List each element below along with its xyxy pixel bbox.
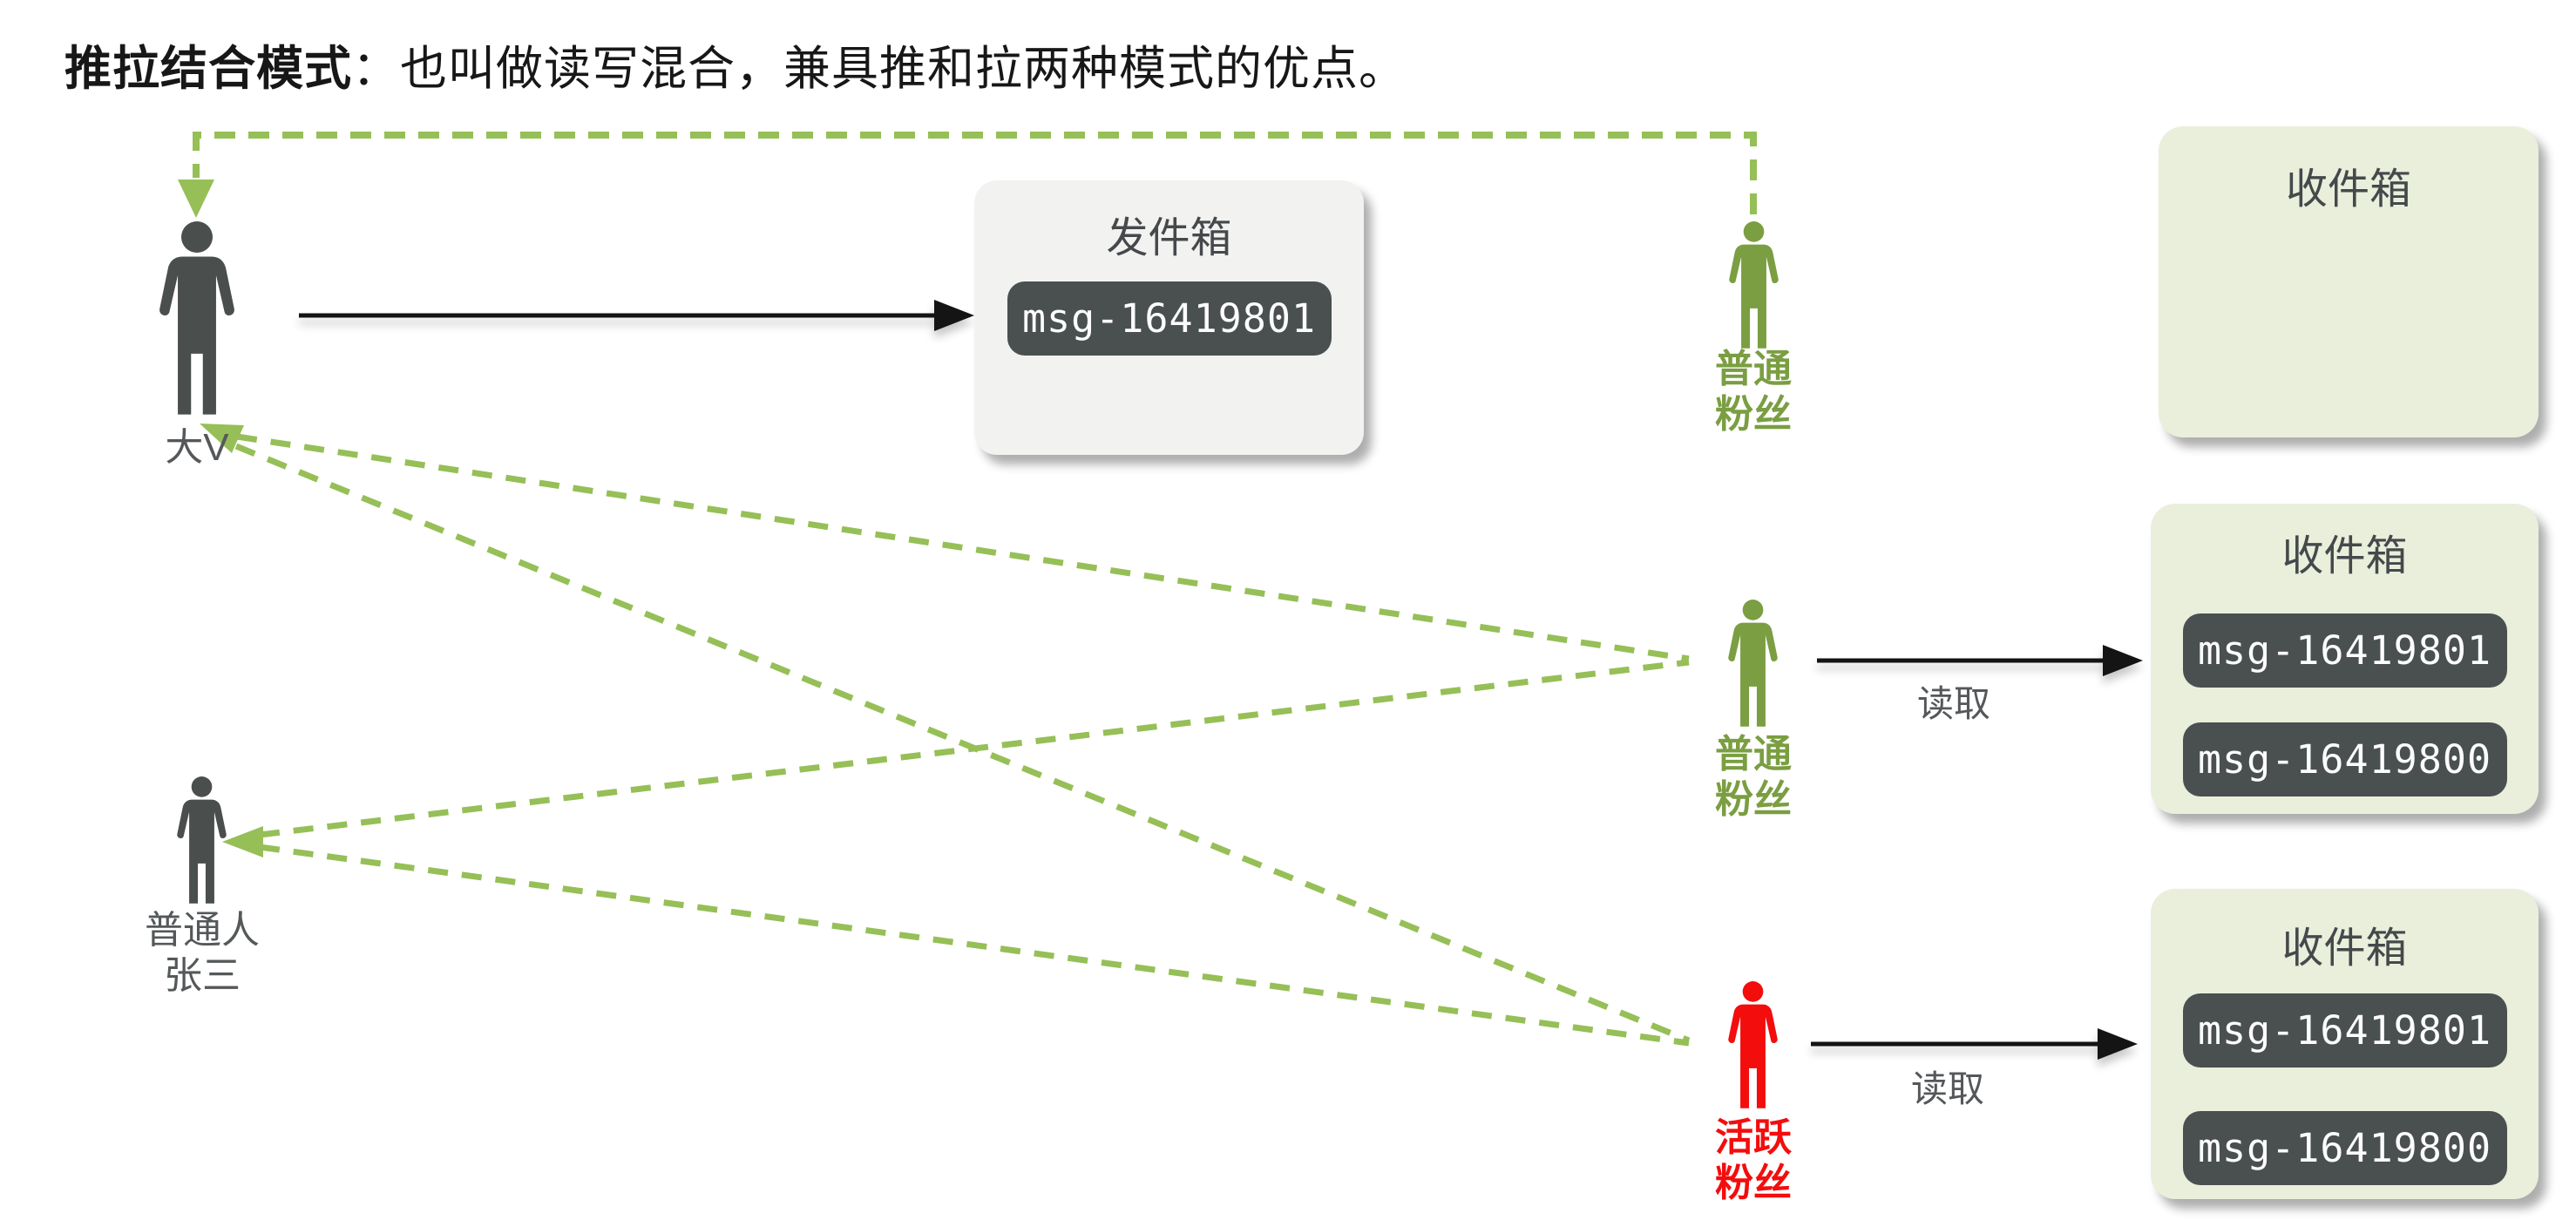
read-arrow-activefan-to-inbox — [1811, 1028, 2138, 1060]
person-icon-fan-mid — [1722, 600, 1784, 729]
outbox-box: 发件箱 msg-16419801 — [974, 180, 1364, 455]
inbox-bottom-title: 收件箱 — [2281, 925, 2408, 972]
label-fan-mid-line1: 普通 — [1715, 733, 1792, 776]
label-fan-active-line2: 粉丝 — [1715, 1162, 1792, 1204]
pull-dashed-lines-fans-to-zhangsan — [222, 659, 1690, 1047]
inbox-mid-box: 收件箱 msg-16419801 msg-16419800 — [2151, 504, 2539, 814]
person-icon-fan-top — [1723, 221, 1785, 350]
label-fan-active-line1: 活跃 — [1715, 1116, 1792, 1159]
page-title-rest: ：也叫做读写混合，兼具推和拉两种模式的优点。 — [352, 43, 1407, 95]
person-icon-fan-active — [1722, 981, 1784, 1110]
outbox-title: 发件箱 — [1106, 215, 1232, 261]
label-ordinary-person-line1: 普通人 — [145, 909, 260, 952]
read-label-mid: 读取 — [1916, 683, 1990, 724]
inbox-mid-title: 收件箱 — [2281, 533, 2408, 580]
person-icon-big-v — [150, 221, 244, 417]
read-label-bottom: 读取 — [1910, 1068, 1984, 1109]
read-arrow-fanmid-to-inbox — [1817, 645, 2143, 676]
person-icon-zhangsan — [171, 776, 233, 905]
label-fan-top-line1: 普通 — [1715, 348, 1792, 390]
inbox-bottom-message-badge: msg-16419800 — [2182, 1111, 2507, 1185]
label-ordinary-person-line2: 张三 — [164, 954, 241, 997]
write-arrow-bigv-to-outbox — [299, 300, 974, 331]
pull-dashed-lines-fans-to-bigv — [200, 424, 1691, 1044]
inbox-mid-message-badge: msg-16419800 — [2182, 722, 2507, 796]
inbox-bottom-message-badge: msg-16419801 — [2182, 993, 2507, 1068]
inbox-top-box: 收件箱 — [2159, 126, 2539, 437]
page-title-bold: 推拉结合模式 — [64, 43, 352, 95]
outbox-message-badge: msg-16419801 — [1007, 281, 1332, 356]
label-fan-mid-line2: 粉丝 — [1715, 778, 1792, 821]
page-title: 推拉结合模式：也叫做读写混合，兼具推和拉两种模式的优点。 — [64, 30, 1407, 98]
inbox-bottom-box: 收件箱 msg-16419801 msg-16419800 — [2151, 889, 2539, 1199]
label-fan-top-line2: 粉丝 — [1715, 393, 1792, 436]
label-big-v: 大V — [165, 426, 229, 469]
pull-dashed-connector-topfan-to-bigv — [178, 132, 1757, 218]
inbox-mid-message-badge: msg-16419801 — [2182, 613, 2507, 688]
inbox-top-title: 收件箱 — [2285, 166, 2411, 213]
